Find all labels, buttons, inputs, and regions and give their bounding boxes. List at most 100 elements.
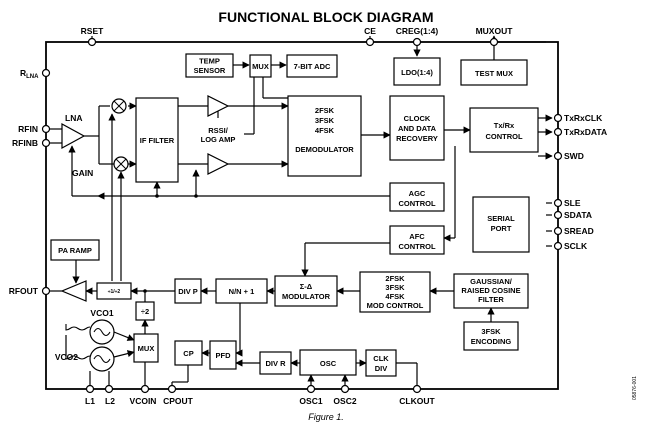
block-demodulator: 2FSK 3FSK 4FSK DEMODULATOR — [287, 95, 362, 177]
pin-sread: SREAD — [564, 226, 594, 236]
block-if-filter: IF FILTER — [135, 97, 179, 183]
svg-text:FILTER: FILTER — [478, 295, 504, 304]
block-div2: ÷2 — [135, 301, 155, 321]
block-afc-control: AFC CONTROL — [389, 225, 445, 255]
svg-text:3FSK: 3FSK — [385, 283, 405, 292]
svg-text:TEMP: TEMP — [199, 57, 220, 66]
block-clk-div: CLK DIV — [365, 349, 397, 377]
pin-swd: SWD — [564, 151, 584, 161]
svg-text:MOD CONTROL: MOD CONTROL — [367, 301, 424, 310]
pin-sclk: SCLK — [564, 241, 588, 251]
svg-text:CONTROL: CONTROL — [398, 242, 435, 251]
block-pfd: PFD — [209, 340, 237, 370]
svg-text:DIV: DIV — [375, 364, 388, 373]
svg-text:MUX: MUX — [252, 62, 269, 71]
limiter-amp-q — [207, 153, 230, 175]
pin-l2: L2 — [105, 396, 115, 406]
block-temp-sensor: TEMP SENSOR — [185, 53, 234, 78]
svg-text:PA RAMP: PA RAMP — [58, 246, 92, 255]
pin-ce: CE — [364, 26, 376, 36]
block-clock-data-recovery: CLOCK AND DATA RECOVERY — [389, 95, 445, 161]
block-adc: 7-BIT ADC — [286, 54, 338, 78]
diagram-title: FUNCTIONAL BLOCK DIAGRAM — [218, 9, 433, 25]
svg-text:RECOVERY: RECOVERY — [396, 134, 438, 143]
power-amplifier — [60, 280, 87, 302]
svg-text:AFC: AFC — [409, 232, 425, 241]
block-gaussian-filter: GAUSSIAN/ RAISED COSINE FILTER — [453, 273, 529, 309]
block-pa-ramp: PA RAMP — [50, 239, 100, 261]
block-rssi: RSSI/ LOG AMP — [201, 126, 236, 144]
svg-text:CLOCK: CLOCK — [404, 114, 431, 123]
svg-text:3FSK: 3FSK — [481, 327, 501, 336]
svg-text:TEST MUX: TEST MUX — [475, 69, 513, 78]
mixer-i-icon — [111, 98, 127, 114]
block-div-r: DIV R — [259, 351, 292, 375]
svg-text:MODULATOR: MODULATOR — [282, 292, 331, 301]
svg-text:PORT: PORT — [491, 224, 512, 233]
svg-text:SERIAL: SERIAL — [487, 214, 515, 223]
pin-vcoin: VCOIN — [130, 396, 157, 406]
svg-text:DEMODULATOR: DEMODULATOR — [295, 145, 354, 154]
pin-rset: RSET — [81, 26, 104, 36]
svg-text:2FSK: 2FSK — [315, 106, 335, 115]
svg-text:CP: CP — [183, 349, 193, 358]
pin-clkout: CLKOUT — [399, 396, 435, 406]
svg-text:AND DATA: AND DATA — [398, 124, 437, 133]
pin-pads — [41, 37, 563, 394]
svg-text:RAISED COSINE: RAISED COSINE — [461, 286, 520, 295]
block-cp: CP — [174, 340, 203, 366]
svg-text:RSSI/: RSSI/ — [208, 126, 229, 135]
pin-osc1: OSC1 — [299, 396, 322, 406]
svg-text:4FSK: 4FSK — [385, 292, 405, 301]
gain-label: GAIN — [72, 168, 93, 178]
svg-text:÷1/÷2: ÷1/÷2 — [108, 289, 121, 295]
svg-text:ENCODING: ENCODING — [471, 337, 512, 346]
block-sigma-delta: Σ-Δ MODULATOR — [274, 275, 338, 307]
svg-text:PFD: PFD — [216, 351, 232, 360]
lna-amplifier: LNA — [61, 113, 86, 150]
svg-text:DIV P: DIV P — [178, 287, 198, 296]
figure-code: 05876-001 — [632, 376, 638, 400]
pin-rlna: RLNA — [20, 68, 39, 80]
svg-text:4FSK: 4FSK — [315, 126, 335, 135]
pin-sle: SLE — [564, 198, 581, 208]
pin-txrxdata: TxRxDATA — [564, 127, 607, 137]
pin-cpout: CPOUT — [163, 396, 194, 406]
pin-creg: CREG(1:4) — [396, 26, 439, 36]
svg-text:3FSK: 3FSK — [315, 116, 335, 125]
block-fsk-encoding: 3FSK ENCODING — [463, 321, 519, 351]
block-n-n1: N/N + 1 — [215, 278, 268, 304]
svg-text:VCO1: VCO1 — [90, 308, 113, 318]
block-osc: OSC — [299, 349, 357, 376]
vco1-icon: VCO1 — [89, 308, 115, 345]
svg-text:CONTROL: CONTROL — [485, 132, 522, 141]
pin-rfinb: RFINB — [12, 138, 38, 148]
svg-text:GAUSSIAN/: GAUSSIAN/ — [470, 277, 513, 286]
block-txrx-control: Tx/Rx CONTROL — [469, 107, 539, 153]
inductor-vco1-icon — [65, 324, 91, 331]
inductor-vco2-icon — [65, 355, 91, 360]
pin-rfout: RFOUT — [9, 286, 39, 296]
svg-text:2FSK: 2FSK — [385, 274, 405, 283]
svg-text:OSC: OSC — [320, 359, 337, 368]
pin-sdata: SDATA — [564, 210, 592, 220]
block-serial-port: SERIAL PORT — [472, 196, 530, 253]
svg-text:7-BIT ADC: 7-BIT ADC — [294, 62, 331, 71]
mixer-q-icon — [113, 156, 129, 172]
svg-text:VCO2: VCO2 — [55, 352, 78, 362]
pin-txrxclk: TxRxCLK — [564, 113, 603, 123]
svg-text:÷2: ÷2 — [141, 307, 149, 316]
block-mux-top: MUX — [249, 54, 272, 78]
svg-text:SENSOR: SENSOR — [194, 66, 226, 75]
pin-osc2: OSC2 — [333, 396, 356, 406]
figure-caption: Figure 1. — [308, 412, 344, 422]
svg-text:CONTROL: CONTROL — [398, 199, 435, 208]
block-mod-control: 2FSK 3FSK 4FSK MOD CONTROL — [359, 271, 431, 313]
block-agc-control: AGC CONTROL — [389, 182, 445, 212]
svg-text:IF FILTER: IF FILTER — [140, 136, 175, 145]
block-test-mux: TEST MUX — [460, 59, 528, 86]
pin-rfin: RFIN — [18, 124, 38, 134]
svg-text:LOG AMP: LOG AMP — [201, 135, 236, 144]
svg-text:DIV R: DIV R — [265, 359, 286, 368]
